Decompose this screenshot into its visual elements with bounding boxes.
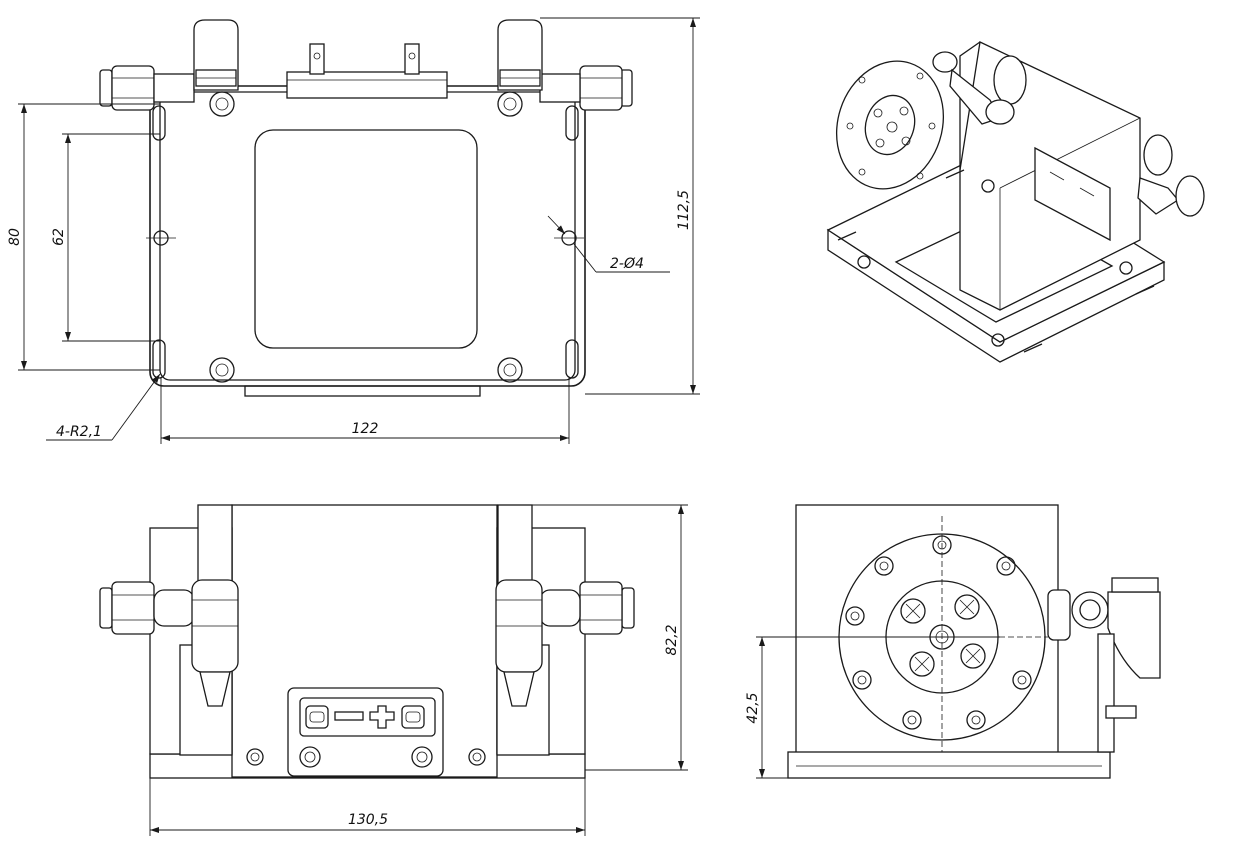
plus-icon <box>369 705 395 729</box>
slot <box>152 339 166 379</box>
side-view: 42,5 <box>745 504 1161 779</box>
callout-slot: 4-R2,1 <box>56 424 102 440</box>
dim-hole-pitch: 62 <box>51 228 67 246</box>
front-view: 82,2 130,5 <box>99 504 688 836</box>
screw <box>497 357 523 383</box>
screw <box>902 710 922 730</box>
screw <box>845 606 865 626</box>
isometric-view <box>826 41 1205 363</box>
dim-width: 122 <box>352 421 379 437</box>
screw <box>209 357 235 383</box>
dim-outer-height: 80 <box>7 228 23 246</box>
dim-front-width: 130,5 <box>348 812 388 828</box>
screw <box>900 598 926 624</box>
screw <box>1012 670 1032 690</box>
dim-overall-height: 112,5 <box>676 190 692 230</box>
slot <box>565 339 579 379</box>
callout-hole: 2-Ø4 <box>610 256 644 272</box>
screw <box>960 643 986 669</box>
dim-front-height: 82,2 <box>664 624 680 655</box>
slot <box>565 105 579 141</box>
screw <box>954 594 980 620</box>
screw <box>909 651 935 677</box>
screw <box>852 670 872 690</box>
minus-icon <box>334 711 364 721</box>
top-view: 112,5 80 62 2-Ø4 4-R2,1 122 <box>7 17 700 444</box>
screw <box>874 556 894 576</box>
fitting-left-top <box>99 19 239 111</box>
slot <box>152 105 166 141</box>
screw <box>996 556 1016 576</box>
dim-center-height: 42,5 <box>745 692 761 723</box>
screw <box>497 91 523 117</box>
screw <box>966 710 986 730</box>
screw <box>209 91 235 117</box>
fitting-right-top <box>497 19 633 111</box>
screw <box>932 535 952 555</box>
